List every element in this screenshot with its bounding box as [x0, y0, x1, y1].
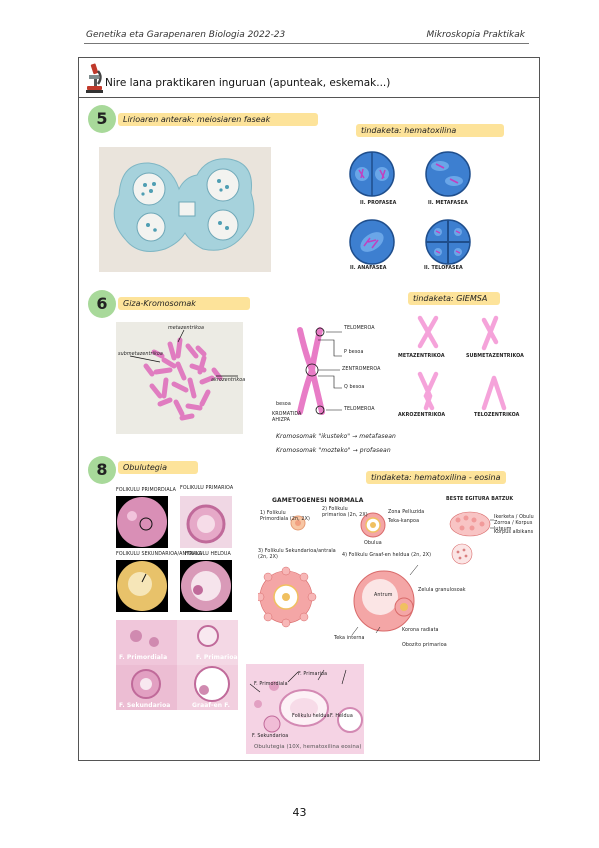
section-8-stain-label: tindaketa: hematoxilina - eosina: [366, 471, 506, 484]
header-course-title: Genetika eta Garapenaren Biologia 2022-2…: [86, 30, 286, 40]
chromosome-types-diagram: [417, 315, 507, 411]
page-number: 43: [292, 806, 307, 819]
chromosome-note-visualize: Kromosomak "ikusteko" → metafasean: [276, 433, 396, 440]
micrograph-label-primary: F. Primarioa: [298, 672, 328, 677]
metacentric-type-label: METAZENTRIKOA: [398, 354, 445, 359]
anaphase-ii-label: II. ANAFASEA: [350, 266, 387, 271]
corpus-luteum-label: Ikerketa / Obulu Zorroa / Korpus luteum: [494, 515, 534, 532]
oocyte-scheme-label: Obulua: [364, 541, 382, 546]
telocentric-type-label: TELOZENTRIKOA: [474, 413, 520, 418]
micrograph-label-mature-follicle: Folikulu heldua: [292, 714, 330, 719]
telophase-ii-cell: [425, 219, 471, 265]
micrograph-label-mature: F. Heldua: [330, 714, 353, 719]
telophase-ii-label: II. TELOFASEA: [424, 266, 463, 271]
worksheet-frame: Nire lana praktikaren inguruan (apunteak…: [78, 57, 540, 761]
micrograph-label-secondary: F. Sekundarioa: [252, 734, 289, 739]
graafian-follicle-scheme-label: 4) Folikulu Graaf-en heldua (2n, 2X): [342, 553, 432, 558]
anther-micrograph: [99, 147, 271, 272]
karyotype-label-metacentric: metazentrikoa: [168, 326, 205, 331]
corona-radiata-label: Korona radiata: [402, 628, 439, 633]
composite-label-primordial: F. Primordiala: [119, 654, 168, 661]
karyotype-label-acrocentric: akrozentrikoa: [211, 378, 246, 383]
primary-follicle-photo: [180, 496, 232, 548]
section-6-badge: 6: [88, 290, 116, 318]
anaphase-ii-cell: [349, 219, 395, 265]
chromosome-sister-chromatid-label: KROMATIDA AHIZPA: [272, 412, 302, 423]
metaphase-ii-cell: [425, 151, 471, 197]
chromosome-arm-label: besoa: [276, 402, 291, 407]
acrocentric-type-label: AKROZENTRIKOA: [398, 413, 446, 418]
section-6-stain-label: tindaketa: GIEMSA: [408, 292, 500, 305]
zona-pellucida-label: Zona Pelluzida: [388, 510, 425, 515]
chromosome-centromere-label: ZENTROMEROA: [342, 367, 381, 372]
header-divider: [84, 43, 529, 44]
section-5-stain-label: tindaketa: hematoxilina: [356, 124, 504, 137]
section-8-heading: Obulutegia: [118, 461, 198, 474]
other-structures-title: BESTE EGITURA BATZUK: [446, 497, 514, 502]
follicle-composite-photo: [116, 620, 238, 710]
chromosome-p-arm-label: P besoa: [344, 350, 364, 355]
micrograph-label-primordial: F. Primordiala: [254, 682, 288, 687]
theca-externa-label: Teka-kanpoa: [388, 519, 420, 524]
primordial-follicle-photo: [116, 496, 168, 548]
section-5-heading: Lirioaren anterak: meiosiaren faseak: [118, 113, 318, 126]
mature-follicle-photo-label: FOLIKULU HELDUA: [185, 552, 231, 557]
chromosome-note-cut: Kromosomak "mozteko" → profasean: [276, 447, 391, 454]
metaphase-ii-label: II. METAFASEA: [428, 201, 468, 206]
header-section-title: Mikroskopia Praktikak: [426, 30, 525, 40]
theca-interna-label: Teka interna: [334, 636, 365, 641]
composite-label-primary: F. Primarioa: [196, 654, 238, 661]
section-5-badge: 5: [88, 105, 116, 133]
secondary-follicle-photo: [116, 560, 168, 612]
ovary-micrograph-caption: Obulutegia (10X, hematoxilina eosina): [254, 744, 362, 750]
antrum-label: Antrum: [374, 593, 393, 598]
primordial-follicle-photo-label: FOLIKULU PRIMORDIALA: [116, 488, 176, 493]
prophase-ii-label: II. PROFASEA: [360, 201, 397, 206]
gametogenesis-scheme-title: GAMETOGENESI NORMALA: [272, 497, 364, 504]
other-structures-diagram: [449, 511, 494, 565]
primordial-follicle-scheme-label: 1) Folikulu Primordiala (2n, 2X): [260, 511, 310, 522]
worksheet-title: Nire lana praktikaren inguruan (apunteak…: [105, 77, 391, 89]
microscope-icon: [86, 63, 103, 93]
meiosis-phase-diagrams: [349, 151, 471, 265]
chromosome-q-arm-label: Q besoa: [344, 385, 365, 390]
prophase-ii-cell: [349, 151, 395, 197]
secondary-follicle-scheme-label: 3) Folikulu Sekundarioa/antrala (2n, 2X): [258, 549, 336, 560]
chromosome-telomere-bottom-label: TELOMEROA: [344, 407, 375, 412]
composite-label-graafian: Graaf-en F.: [192, 702, 231, 709]
section-8-badge: 8: [88, 456, 116, 484]
secondary-follicle-photo-label: FOLIKULU SEKUNDARIOA/ANTRALA: [116, 552, 203, 557]
worksheet-title-bar: Nire lana praktikaren inguruan (apunteak…: [79, 58, 539, 98]
chromosome-telomere-top-label: TELOMEROA: [344, 326, 375, 331]
ovary-micrograph: [246, 664, 364, 754]
karyotype-label-submetacentric: submetazentrikoa: [118, 352, 163, 357]
primary-follicle-scheme-label: 2) Folikulu primarioa (2n, 2X): [322, 507, 368, 518]
section-6-heading: Giza-Kromosomak: [118, 297, 250, 310]
granulosa-cells-label: Zelula granulosoak: [418, 588, 466, 593]
mature-follicle-photo: [180, 560, 232, 612]
primary-follicle-photo-label: FOLIKULU PRIMARIOA: [180, 486, 234, 491]
karyotype-micrograph: [116, 322, 243, 434]
submetacentric-type-label: SUBMETAZENTRIKOA: [466, 354, 524, 359]
composite-label-secondary: F. Sekundarioa: [119, 702, 171, 709]
chromosome-structure-diagram: [297, 327, 342, 415]
primary-oocyte-label: Obozito primarioa: [402, 643, 447, 648]
gametogenesis-scheme-diagram: [258, 512, 419, 636]
corpus-albicans-label: Korpus albikans: [494, 530, 534, 535]
